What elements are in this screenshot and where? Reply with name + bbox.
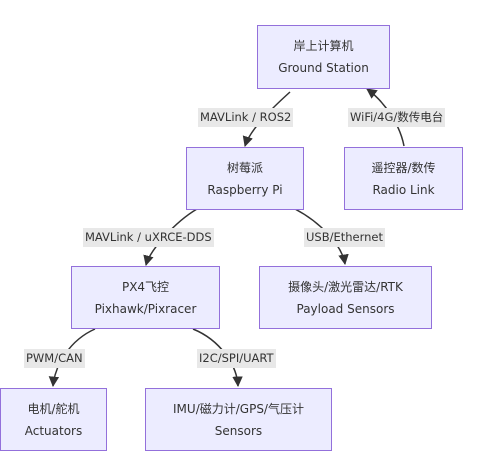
node-ground-station[interactable]: 岸上计算机 Ground Station <box>257 25 390 89</box>
edge-label-gs-pi: MAVLink / ROS2 <box>198 108 294 127</box>
edge-label-px4-sensors: I2C/SPI/UART <box>197 349 276 368</box>
node-subtitle: Actuators <box>24 423 83 438</box>
edge-label-pi-payload: USB/Ethernet <box>304 228 386 247</box>
node-subtitle: Sensors <box>214 423 263 438</box>
node-sensors[interactable]: IMU/磁力计/GPS/气压计 Sensors <box>145 388 332 451</box>
node-subtitle: Ground Station <box>278 61 369 75</box>
node-title: 树莓派 <box>226 160 263 175</box>
edge-label-pi-px4: MAVLink / uXRCE-DDS <box>83 228 214 247</box>
node-actuators[interactable]: 电机/舵机 Actuators <box>0 388 107 451</box>
node-title: 遥控器/数传 <box>371 160 436 175</box>
node-radio-link[interactable]: 遥控器/数传 Radio Link <box>344 147 463 210</box>
edge-label-radio-gs: WiFi/4G/数传电台 <box>348 108 446 127</box>
node-raspberry-pi[interactable]: 树莓派 Raspberry Pi <box>186 147 304 210</box>
node-subtitle: Radio Link <box>372 182 435 197</box>
node-subtitle: Raspberry Pi <box>207 182 283 197</box>
node-subtitle: Pixhawk/Pixracer <box>94 301 197 316</box>
node-flight-controller[interactable]: PX4飞控 Pixhawk/Pixracer <box>71 266 220 329</box>
node-payload-sensors[interactable]: 摄像头/激光雷达/RTK Payload Sensors <box>259 266 432 329</box>
node-title: 电机/舵机 <box>27 401 80 416</box>
node-title: PX4飞控 <box>121 279 170 294</box>
node-title: IMU/磁力计/GPS/气压计 <box>173 401 304 416</box>
node-title: 岸上计算机 <box>293 39 354 53</box>
node-title: 摄像头/激光雷达/RTK <box>288 279 403 294</box>
node-subtitle: Payload Sensors <box>296 301 395 316</box>
edge-label-px4-actuators: PWM/CAN <box>24 349 85 368</box>
